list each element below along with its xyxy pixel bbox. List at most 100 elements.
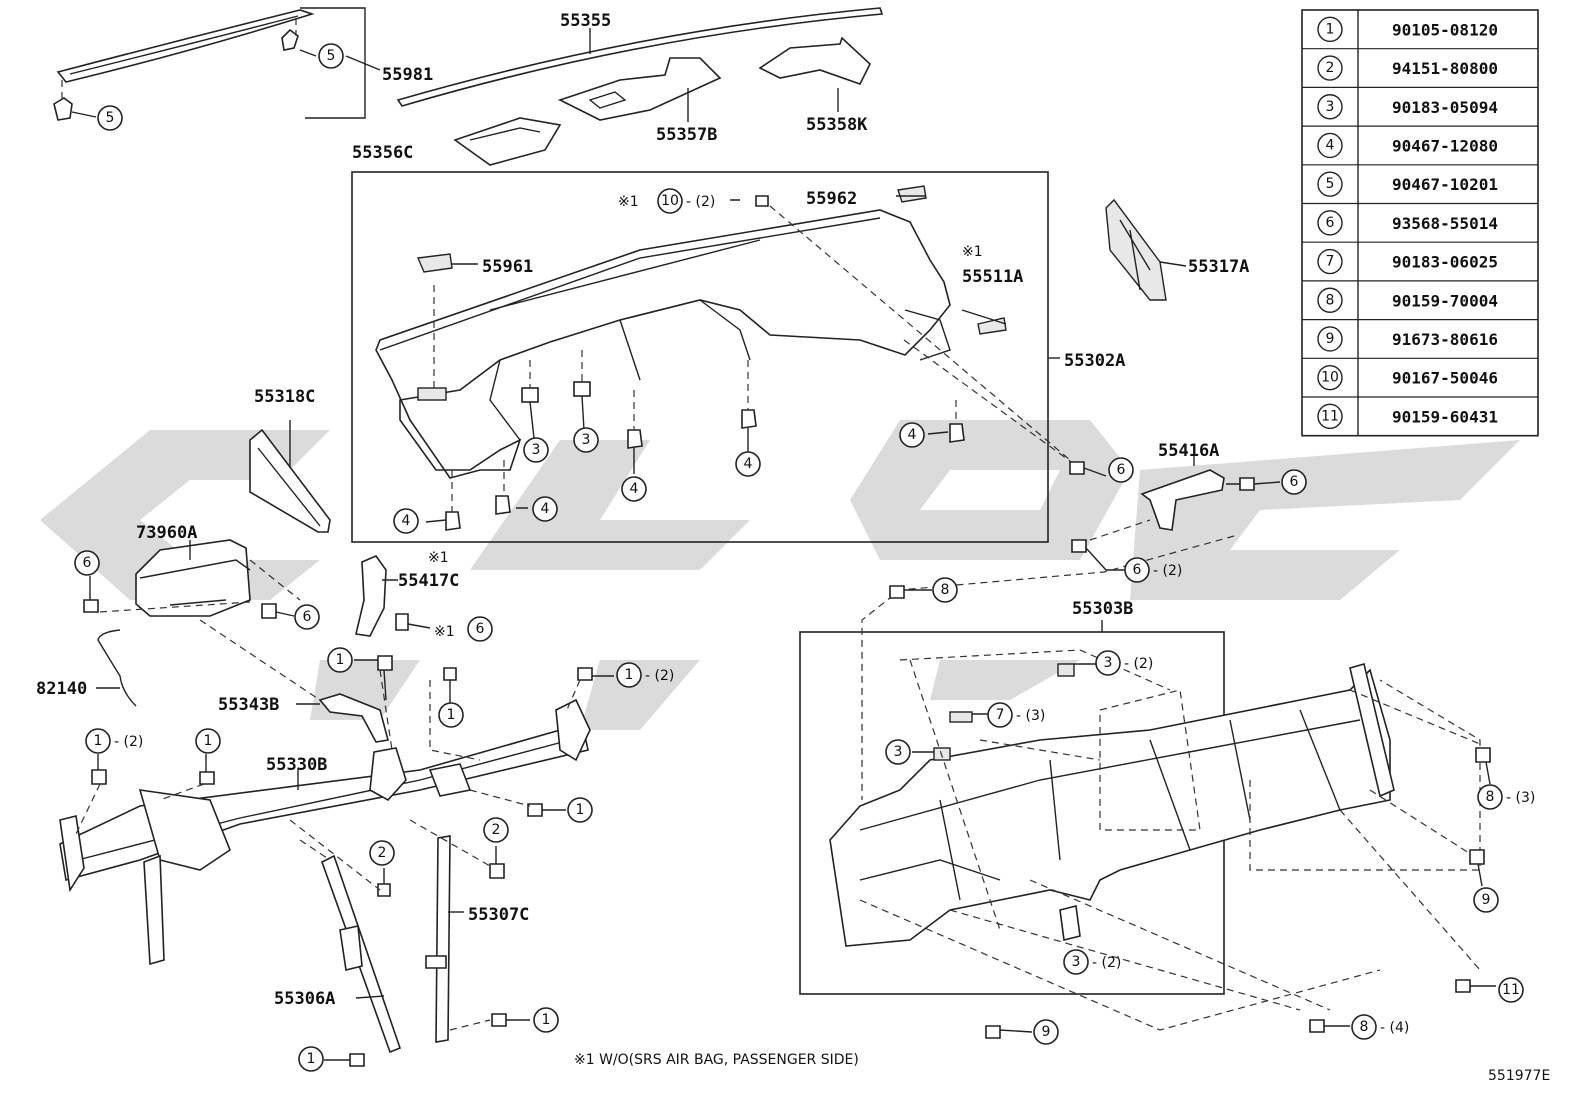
- circle-6-c: 6: [1124, 557, 1150, 583]
- circle-1-b: 1: [438, 702, 464, 728]
- legend-number: 3: [1326, 99, 1335, 115]
- qty-1-c: - (2): [645, 668, 674, 684]
- bracket-55343B-part: [318, 693, 389, 743]
- svg-text:5: 5: [106, 110, 115, 126]
- legend-circle-2: [1317, 55, 1343, 81]
- circle-3-e: 3: [1063, 949, 1089, 975]
- svg-text:6: 6: [1290, 474, 1299, 490]
- callout-55355: 55355: [560, 11, 611, 31]
- circle-2-a: 2: [483, 817, 509, 843]
- callout-82140: 82140: [36, 679, 87, 699]
- svg-text:2: 2: [378, 845, 387, 861]
- panel-cover-b-part: [557, 57, 722, 121]
- circle-6-d: 6: [74, 550, 100, 576]
- defroster-garnish-part: [56, 9, 315, 83]
- svg-text:8: 8: [941, 582, 950, 598]
- circle-8-c: 8: [1351, 1014, 1377, 1040]
- svg-text:6: 6: [1117, 462, 1126, 478]
- circle-6-e: 6: [294, 604, 320, 630]
- callout-55343B: 55343B: [218, 695, 279, 715]
- svg-text:9: 9: [1042, 1024, 1051, 1040]
- legend-number: 8: [1326, 292, 1335, 308]
- svg-text:6: 6: [83, 555, 92, 571]
- reinforcement-beam-55330B-part: [59, 698, 591, 966]
- svg-text:1: 1: [204, 733, 213, 749]
- circle-8-b: 8: [1477, 784, 1503, 810]
- legend-part-number: 90159-60431: [1392, 407, 1498, 426]
- svg-text:2: 2: [492, 822, 501, 838]
- qty-3-e: - (2): [1092, 955, 1121, 971]
- legend-circle-1: [1317, 16, 1343, 43]
- circle-6-b: 6: [1281, 469, 1307, 495]
- qty-7: - (3): [1016, 708, 1045, 724]
- svg-text:3: 3: [894, 744, 903, 760]
- circle-1-h: 1: [298, 1046, 324, 1072]
- legend-part-number: 90467-10201: [1392, 175, 1498, 194]
- circle-3-c: 3: [1095, 650, 1121, 676]
- circle-8-a: 8: [932, 577, 958, 603]
- legend-circle-7: [1317, 248, 1343, 275]
- legend-number: 4: [1326, 137, 1335, 153]
- bracket-55417C-part: [355, 555, 387, 637]
- svg-text:5: 5: [327, 48, 336, 64]
- svg-text:4: 4: [402, 513, 411, 529]
- circle-9-b: 9: [1033, 1019, 1059, 1045]
- side-panel-55318C-part: [249, 428, 331, 533]
- upper-panel-frame: [351, 171, 1049, 543]
- circle-11: 11: [1498, 977, 1524, 1003]
- circle-7: 7: [987, 702, 1013, 728]
- svg-text:1: 1: [307, 1051, 316, 1067]
- legend-number: 1: [1326, 21, 1335, 37]
- side-panel-55317A-part: [1105, 198, 1167, 301]
- circle-1-e: 1: [195, 728, 221, 754]
- wire-harness-82140-part: [97, 629, 137, 707]
- callout-55303B: 55303B: [1072, 599, 1133, 619]
- panel-cover-c-part: [453, 117, 562, 166]
- circle-4-b: 4: [735, 451, 761, 477]
- circle-3-a: 3: [523, 437, 549, 463]
- circle-5-b: 5: [97, 105, 123, 131]
- vent-55962-part: [897, 185, 927, 203]
- circle-3-b: 3: [573, 427, 599, 453]
- legend-part-number: 91673-80616: [1392, 330, 1498, 349]
- legend-part-number: 90467-12080: [1392, 136, 1498, 155]
- circle-10: 10: [657, 188, 683, 214]
- windshield-molding-part: [396, 7, 884, 107]
- instrument-panel-part: [375, 209, 951, 479]
- callout-73960A: 73960A: [136, 523, 197, 543]
- circle-1-c: 1: [616, 662, 642, 688]
- qty-1-d: - (2): [114, 734, 143, 750]
- callout-55417C: 55417C: [398, 571, 459, 591]
- qty-6-c: - (2): [1153, 563, 1182, 579]
- svg-text:6: 6: [1133, 562, 1142, 578]
- svg-text:7: 7: [996, 707, 1005, 723]
- legend-circle-6: [1317, 210, 1343, 236]
- svg-text:4: 4: [744, 456, 753, 472]
- svg-text:3: 3: [532, 442, 541, 458]
- qty-10: - (2): [686, 194, 715, 210]
- circle-6-a: 6: [1108, 457, 1134, 483]
- lower-structure-55303B-part: [829, 663, 1395, 947]
- qty-8-c: - (4): [1380, 1020, 1409, 1036]
- callout-55961: 55961: [482, 257, 533, 277]
- circle-1-a: 1: [327, 647, 353, 673]
- callout-55317A: 55317A: [1188, 257, 1249, 277]
- svg-text:1: 1: [625, 667, 634, 683]
- callout-55356C: 55356C: [352, 143, 413, 163]
- callout-55357B: 55357B: [656, 125, 717, 145]
- svg-text:3: 3: [582, 432, 591, 448]
- svg-text:1: 1: [542, 1012, 551, 1028]
- legend-number: 2: [1326, 60, 1335, 76]
- legend-part-number: 94151-80800: [1392, 59, 1498, 78]
- legend-number: 6: [1326, 215, 1335, 231]
- circle-1-d: 1: [85, 728, 111, 754]
- legend-number: 9: [1326, 331, 1335, 347]
- circle-callouts: 5 5 10 3 3 4 4 4 4 4 6 6 6 6 6 6 8 1 1 1…: [74, 43, 1524, 1072]
- svg-text:3: 3: [1104, 655, 1113, 671]
